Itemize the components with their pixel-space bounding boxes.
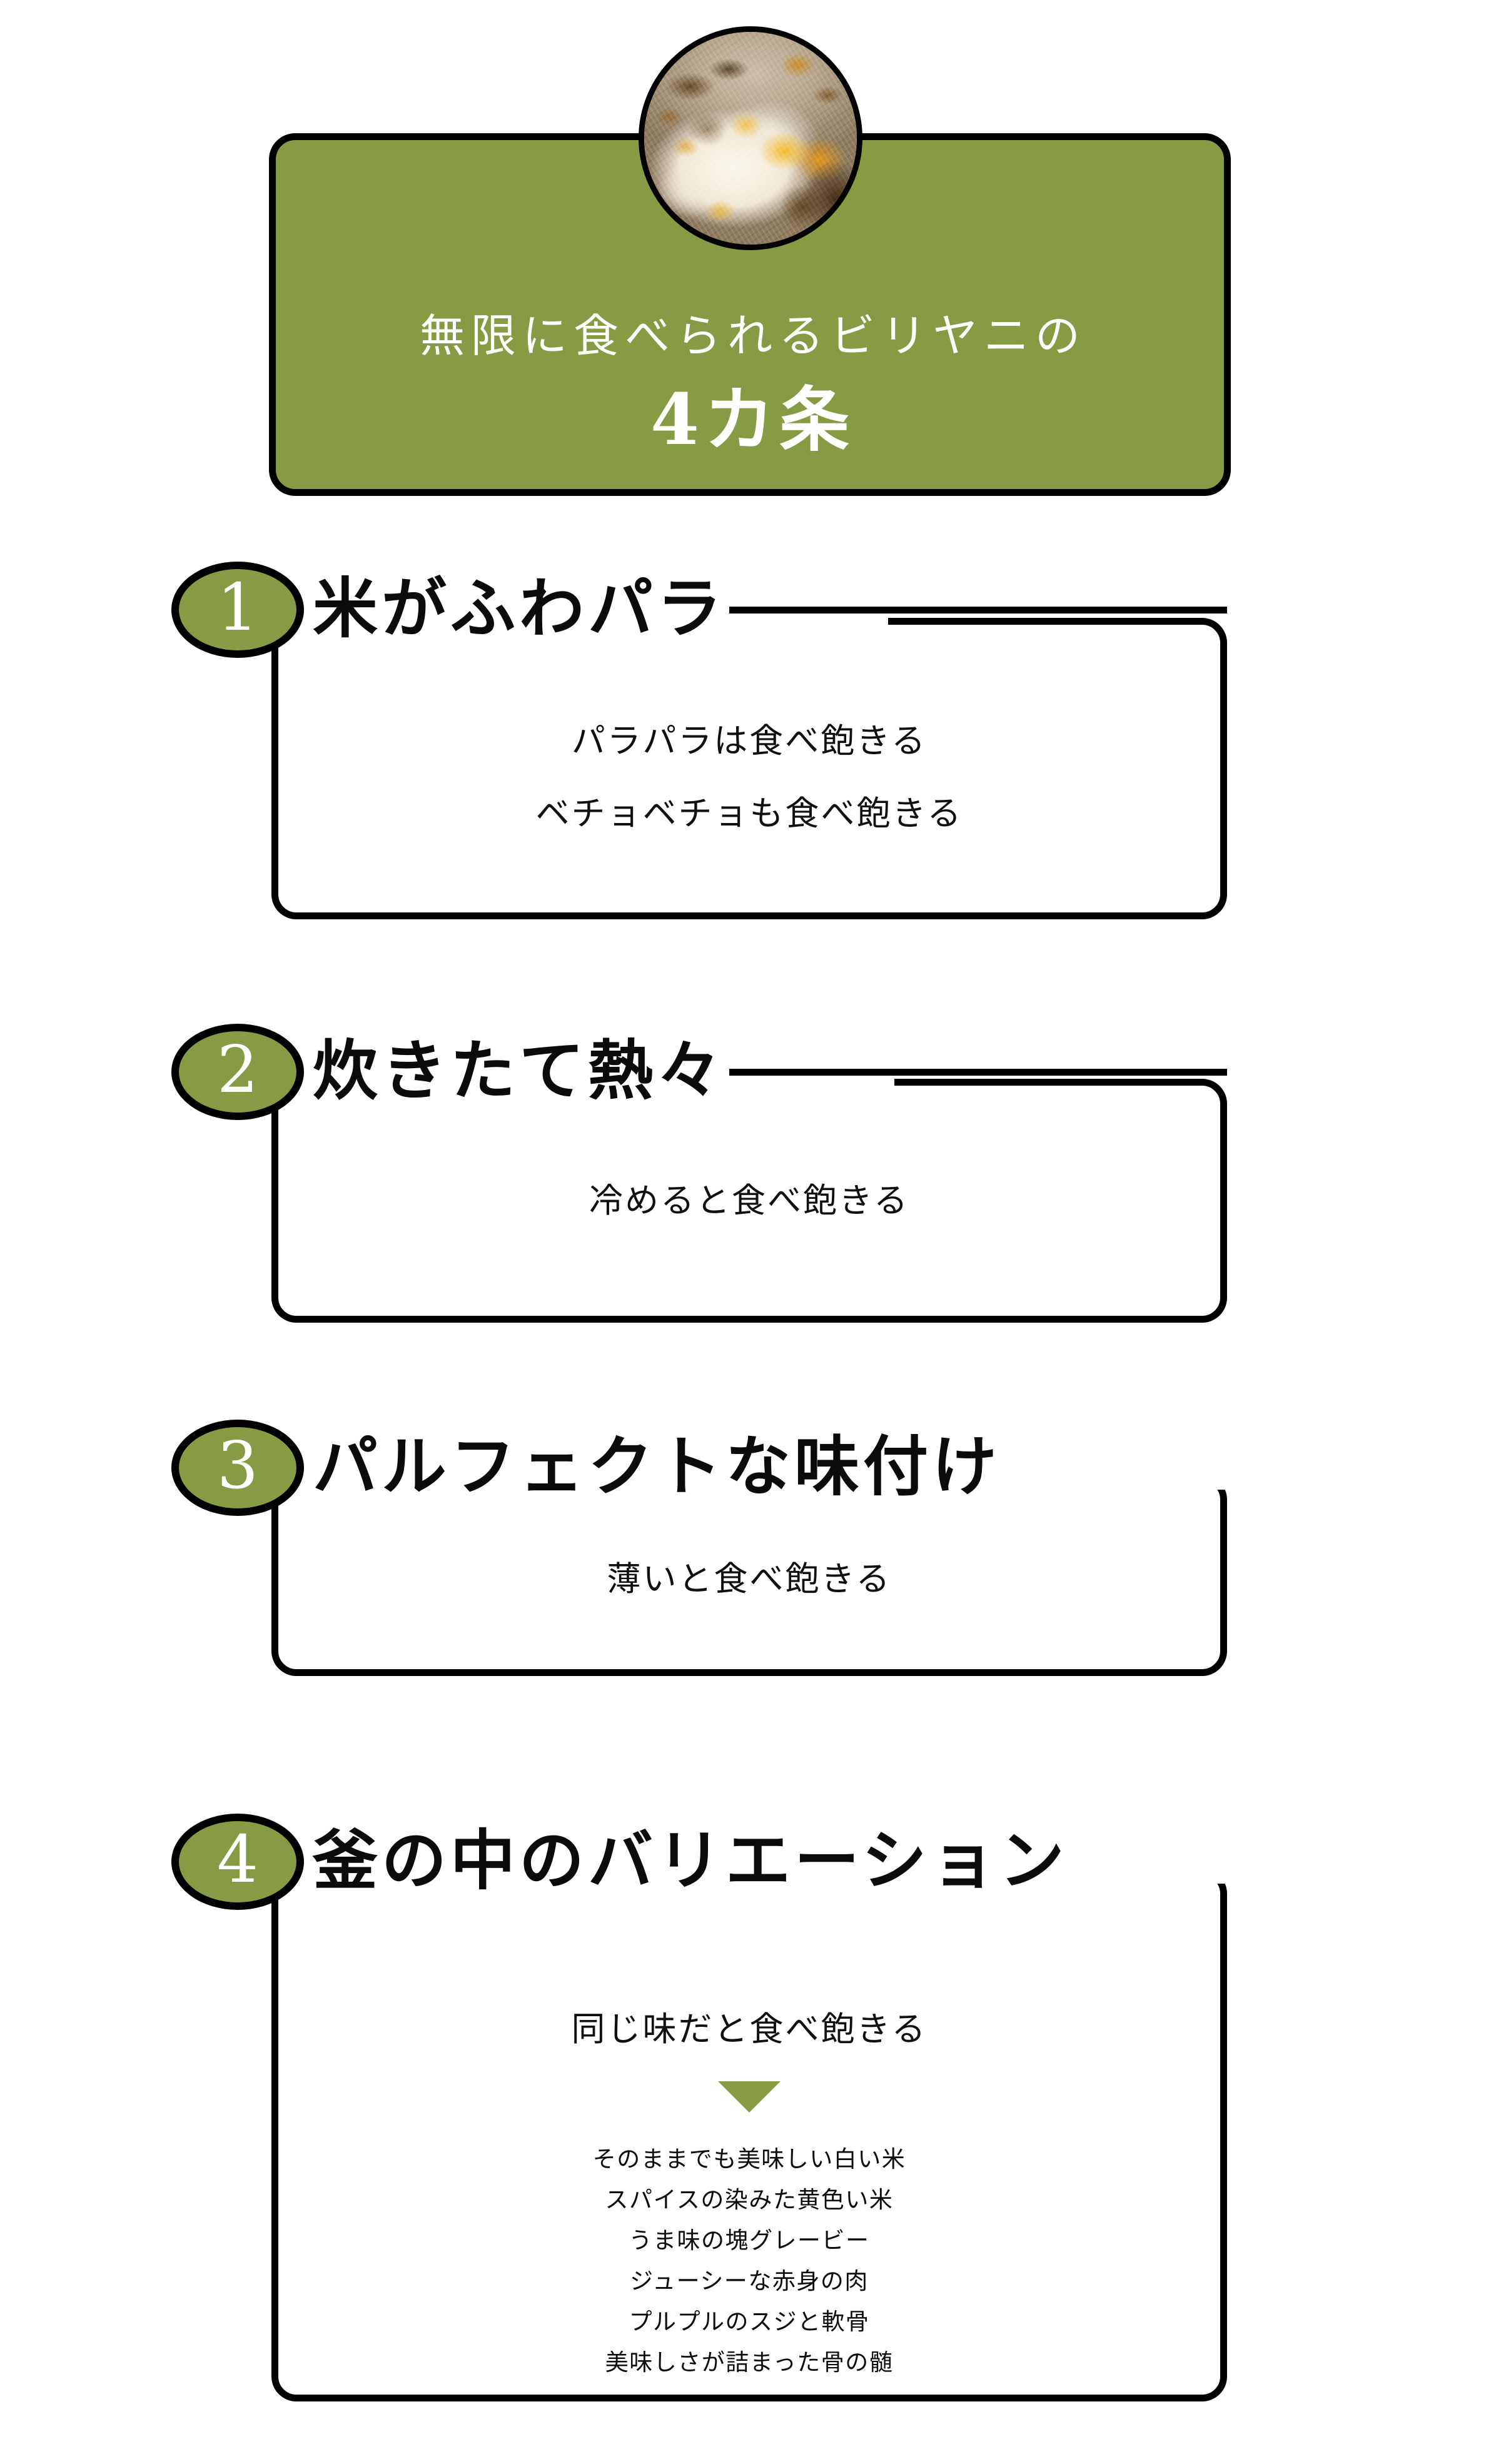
item-head-2: 2 炊きたて熱々: [171, 1024, 1227, 1120]
list-item: ジューシーな赤身の肉: [630, 2268, 869, 2295]
item-body-3: 薄いと食べ飽きる: [271, 1562, 1227, 1596]
photo-grain-layer: [644, 32, 857, 245]
biryani-photo-icon: [639, 26, 862, 250]
item-badge-1: 1: [171, 562, 304, 658]
list-item: うま味の塊グレービー: [629, 2227, 870, 2254]
item-sub-1-0: パラパラは食べ飽きる: [571, 721, 927, 760]
item-head-3: 3 パルフェクトな味付け: [171, 1420, 1272, 1516]
item-body-1: パラパラは食べ飽きる ベチョベチョも食べ飽きる: [271, 724, 1227, 831]
item-title-rule-1: [729, 606, 1227, 613]
header-subtitle: 無限に食べられるビリヤニの: [419, 310, 1086, 363]
item-sub-3-0: 薄いと食べ飽きる: [607, 1559, 892, 1598]
photo-shadow-layer: [644, 32, 857, 245]
item-number-3: 3: [216, 1427, 259, 1503]
item-sub-1-1: ベチョベチョも食べ飽きる: [535, 794, 963, 833]
triangle-down-icon: [718, 2081, 781, 2113]
item-head-4: 4 釜の中のバリエーション: [171, 1814, 1297, 1910]
list-item: スパイスの染みた黄色い米: [605, 2186, 894, 2213]
item-number-4: 4: [216, 1821, 259, 1897]
item-title-rule-2: [729, 1068, 1227, 1076]
item-box-notch-3: [263, 1465, 1263, 1490]
header-title: 4カ条: [650, 379, 854, 462]
item-badge-4: 4: [171, 1814, 304, 1910]
item-box-notch-4: [263, 1859, 1276, 1884]
list-item: 美味しさが詰まった骨の髄: [605, 2349, 894, 2376]
item-body-4: 同じ味だと食べ飽きる そのままでも美味しい白い米 スパイスの染みた黄色い米 うま…: [271, 2009, 1227, 2375]
list-item: プルプルのスジと軟骨: [629, 2308, 870, 2335]
item-number-2: 2: [216, 1031, 259, 1108]
item-number-1: 1: [216, 569, 259, 645]
item-badge-3: 3: [171, 1420, 304, 1516]
item-detail-list-4: そのままでも美味しい白い米 スパイスの染みた黄色い米 うま味の塊グレービー ジュ…: [271, 2148, 1227, 2374]
header-text-group: 無限に食べられるビリヤニの 4カ条: [269, 133, 1231, 496]
item-body-2: 冷めると食べ飽きる: [271, 1184, 1227, 1218]
item-badge-2: 2: [171, 1024, 304, 1120]
item-sub-4-0: 同じ味だと食べ飽きる: [571, 2009, 927, 2049]
item-title-2: 炊きたて熱々: [313, 1032, 726, 1109]
list-item: そのままでも美味しい白い米: [592, 2146, 906, 2173]
item-sub-2-0: 冷めると食べ飽きる: [589, 1181, 909, 1220]
item-title-1: 米がふわパラ: [313, 570, 726, 647]
item-title-4: 釜の中のバリエーション: [313, 1822, 1068, 1899]
item-head-1: 1 米がふわパラ: [171, 562, 1227, 658]
item-title-3: パルフェクトな味付け: [313, 1428, 1001, 1505]
